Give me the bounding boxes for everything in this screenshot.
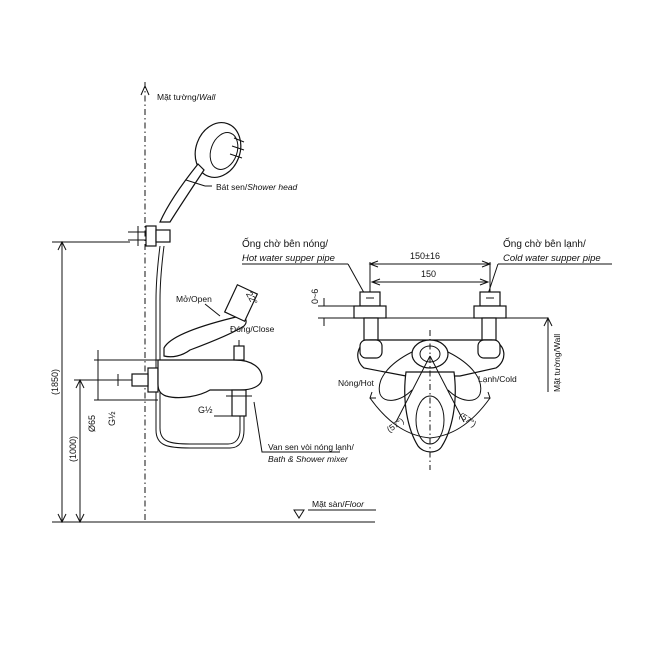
wall-arrow: [140, 84, 150, 96]
cold-pipe-label: Ống chờ bên lạnh/: [503, 236, 586, 250]
mixer-body: [131, 283, 263, 417]
centers-dim: 150±16: [410, 251, 440, 261]
wall-offset-dim: 0~6: [310, 289, 320, 304]
cold-label: Lạnh/Cold: [478, 374, 517, 384]
shower-bracket: [128, 225, 171, 247]
floor-label: Mặt sàn/Floor: [312, 499, 365, 509]
open-label: Mở/Open: [176, 294, 212, 304]
thread-bottom: G½: [198, 405, 213, 415]
mixer-label-en: Bath & Shower mixer: [268, 454, 349, 464]
angle-right: (57°): [457, 410, 478, 429]
cold-connector: [473, 291, 507, 341]
shower-head: [159, 122, 245, 223]
total-height-dim: (1850): [50, 369, 60, 395]
shower-hose: [155, 245, 245, 449]
wall-side-label: Mặt tường/Wall: [552, 334, 562, 392]
hot-pipe-label: Ống chờ bên nóng/: [242, 236, 328, 250]
side-view: Mặt tường/Wall Bát sen/Shower head: [50, 82, 376, 524]
cold-pipe-label-en: Cold water supper pipe: [503, 253, 601, 264]
hot-connector: [353, 291, 387, 341]
shower-head-label: Bát sen/Shower head: [216, 182, 298, 192]
hot-label: Nóng/Hot: [338, 378, 375, 388]
mixer-height-dim: (1000): [68, 436, 78, 462]
mixer-label: Van sen vòi nóng lạnh/: [268, 442, 354, 452]
hot-pipe-label-en: Hot water supper pipe: [242, 253, 335, 264]
centers-nominal-dim: 150: [421, 269, 436, 279]
wall-top-label: Mặt tường/Wall: [157, 92, 216, 102]
front-view: Ống chờ bên nóng/ Hot water supper pipe …: [242, 236, 612, 470]
outlet-diameter-dim: Ø65: [87, 415, 97, 432]
thread-top-dim: G½: [107, 411, 117, 426]
close-label: Đóng/Close: [230, 324, 275, 334]
rotation-arc: [369, 397, 491, 439]
